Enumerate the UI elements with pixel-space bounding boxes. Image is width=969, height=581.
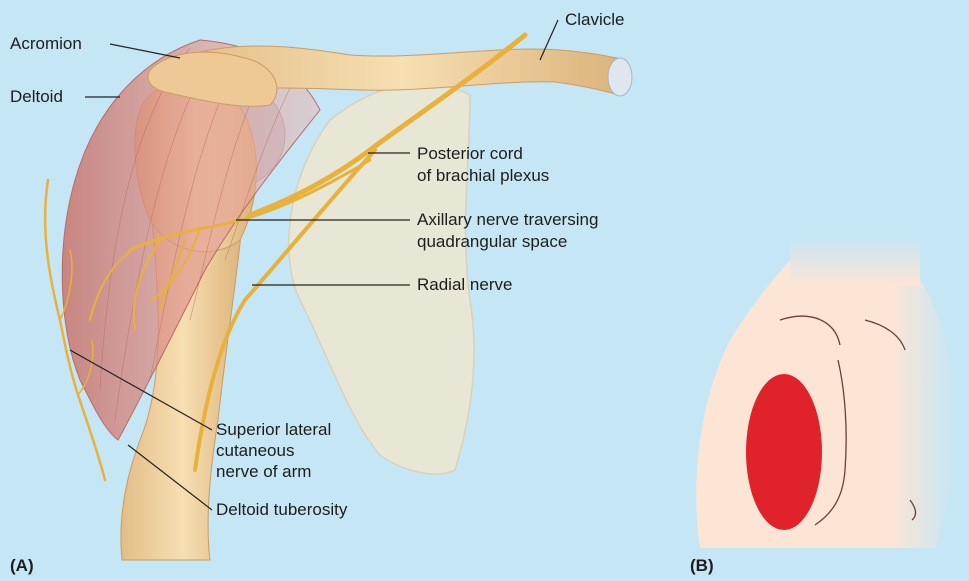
label-slcn-1: Superior lateral bbox=[216, 420, 331, 440]
label-radial-nerve: Radial nerve bbox=[417, 275, 512, 295]
label-posterior-cord-2: of brachial plexus bbox=[417, 166, 549, 186]
label-posterior-cord-1: Posterior cord bbox=[417, 144, 523, 164]
panel-b-drawing bbox=[696, 236, 955, 548]
clavicle-end bbox=[608, 58, 632, 96]
sensory-loss-area bbox=[746, 374, 822, 530]
label-slcn-2: cutaneous bbox=[216, 441, 294, 461]
label-acromion: Acromion bbox=[10, 34, 82, 54]
panel-b-tag: (B) bbox=[690, 556, 714, 576]
label-slcn-3: nerve of arm bbox=[216, 462, 311, 482]
label-deltoid: Deltoid bbox=[10, 87, 63, 107]
panel-a-drawing bbox=[45, 20, 632, 560]
label-axillary-2: quadrangular space bbox=[417, 232, 567, 252]
label-clavicle: Clavicle bbox=[565, 10, 625, 30]
label-axillary-1: Axillary nerve traversing bbox=[417, 210, 598, 230]
neck-fade bbox=[790, 236, 920, 286]
panel-a-tag: (A) bbox=[10, 556, 34, 576]
label-deltoid-tuberosity: Deltoid tuberosity bbox=[216, 500, 347, 520]
